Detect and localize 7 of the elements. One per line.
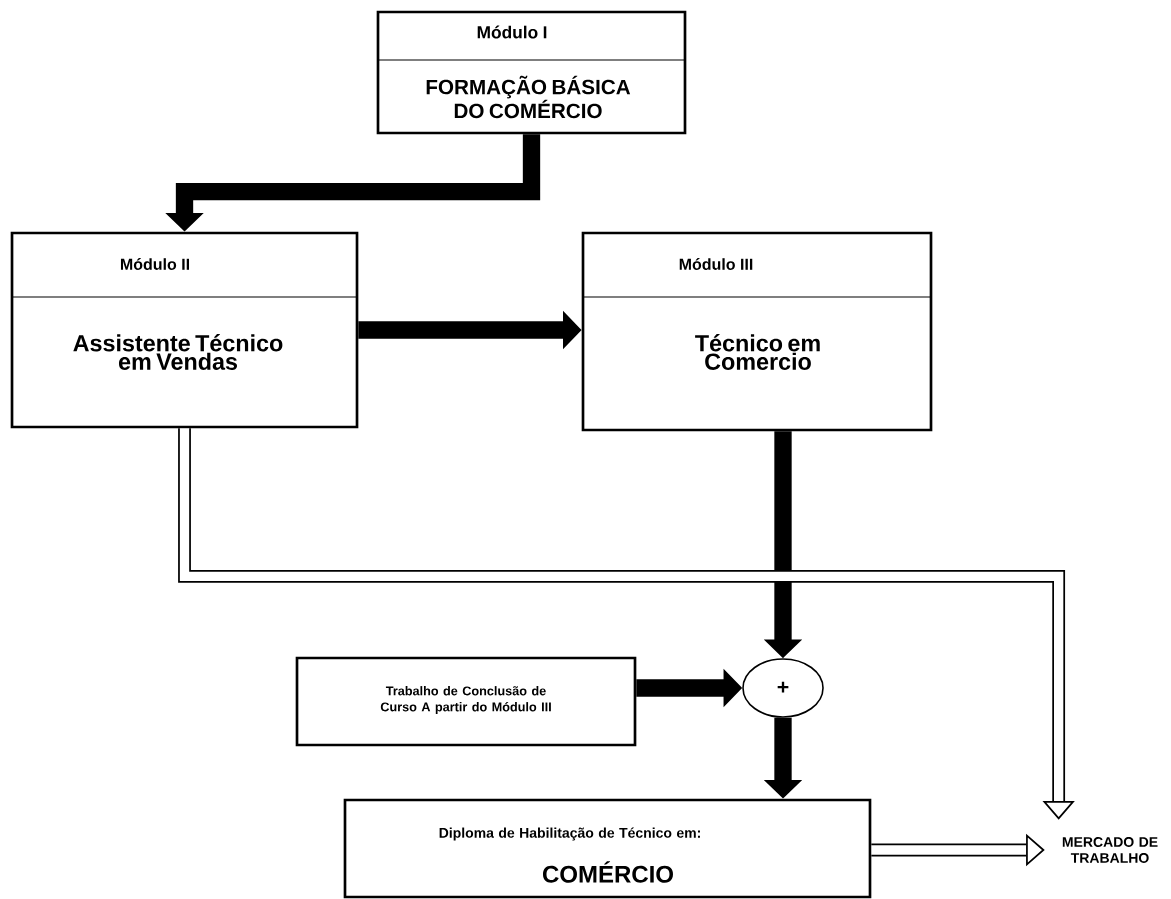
text-box: Diploma de Habilitação de Técnico em: COMÉRCIO (343, 798, 872, 899)
module-box: Módulo II Assistente Técnico em Vendas (10, 231, 359, 429)
module-box: Módulo III Técnico em Comercio (581, 231, 933, 432)
text-label: MERCADO DE TRABALHO (1062, 837, 1158, 863)
text-box: Trabalho de Conclusão de Curso A partir do Módulo III (295, 656, 637, 747)
module-box: Módulo I FORMAÇÃO BÁSICA DO COMÉRCIO (376, 10, 687, 135)
hollow-arrow (178, 428, 1075, 820)
